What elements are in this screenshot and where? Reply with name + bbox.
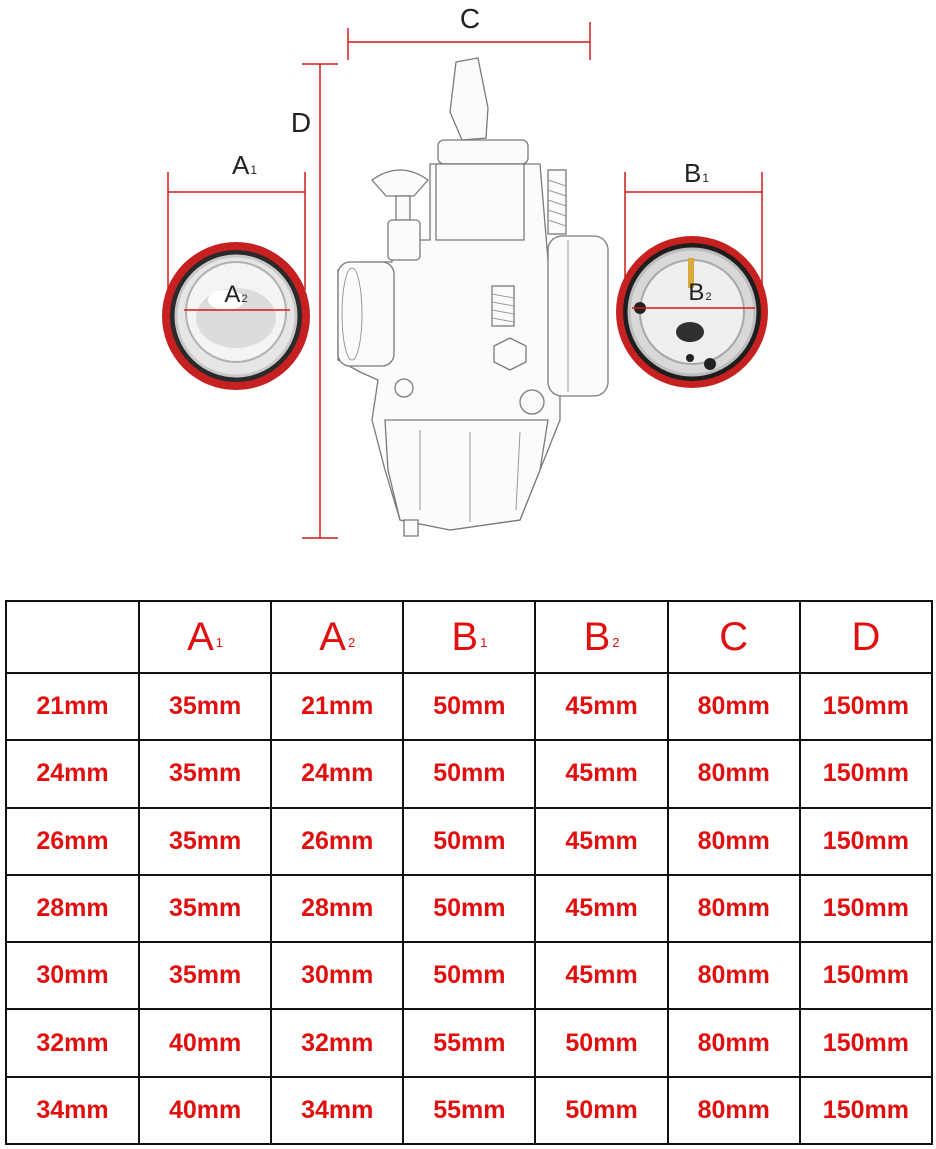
table-cell: 45mm <box>534 671 669 742</box>
carburetor-dimension-diagram: C D A1 A2 B1 <box>162 3 768 539</box>
table-cell: 50mm <box>402 806 537 876</box>
table-cell: 35mm <box>137 671 273 742</box>
table-cell: 50mm <box>402 671 537 742</box>
table-cell: 55mm <box>402 1008 537 1078</box>
table-cell: 35mm <box>137 739 273 809</box>
label-c: C <box>460 3 480 34</box>
table-cell: 150mm <box>798 806 934 876</box>
dimension-b1: B1 <box>624 158 763 290</box>
label-b1-sub: 1 <box>702 171 709 185</box>
table-cell: 40mm <box>137 1075 273 1146</box>
table-cell: 80mm <box>666 671 801 742</box>
table-cell: 150mm <box>798 873 934 944</box>
table-cell: 34mm <box>5 1075 140 1146</box>
label-a1-sub: 1 <box>250 163 257 177</box>
table-cell: 28mm <box>5 873 140 944</box>
dimension-a1: A1 <box>167 150 306 290</box>
table-cell: 34mm <box>270 1075 405 1146</box>
table-cell: 80mm <box>666 873 801 944</box>
label-a2: A <box>224 281 240 308</box>
svg-text:B2: B2 <box>688 279 711 306</box>
label-b2-sub: 2 <box>705 291 711 303</box>
table-cell: 24mm <box>5 739 140 809</box>
table-cell: 26mm <box>270 806 405 876</box>
table-cell: 24mm <box>270 739 405 809</box>
table-cell: 35mm <box>137 873 273 944</box>
table-cell: 45mm <box>534 873 669 944</box>
label-a1: A <box>232 150 250 180</box>
table-cell: 28mm <box>270 873 405 944</box>
table-cell: 150mm <box>798 739 934 809</box>
table-cell: 50mm <box>534 1075 669 1146</box>
table-row: 32mm 40mm 32mm 55mm 50mm 80mm 150mm <box>5 1008 934 1078</box>
table-cell: 26mm <box>5 806 140 876</box>
svg-text:B1: B1 <box>684 158 709 188</box>
inlet-ring-a: A2 <box>162 242 310 390</box>
table-cell: 35mm <box>137 806 273 876</box>
table-row: 34mm 40mm 34mm 55mm 50mm 80mm 150mm <box>5 1075 934 1146</box>
label-b1: B <box>684 158 701 188</box>
table-cell: 80mm <box>666 739 801 809</box>
table-cell: 40mm <box>137 1008 273 1078</box>
table-row: 24mm 35mm 24mm 50mm 45mm 80mm 150mm <box>5 739 934 809</box>
table-cell: 80mm <box>666 941 801 1011</box>
label-b2: B <box>688 279 704 306</box>
table-cell: 55mm <box>402 1075 537 1146</box>
table-row: 30mm 35mm 30mm 50mm 45mm 80mm 150mm <box>5 941 934 1011</box>
table-row: 21mm 35mm 21mm 50mm 45mm 80mm 150mm <box>5 671 934 742</box>
table-cell: 45mm <box>534 739 669 809</box>
table-cell: 50mm <box>534 1008 669 1078</box>
table-cell: 150mm <box>798 671 934 742</box>
outlet-ring-b: B2 <box>616 236 768 388</box>
svg-text:A1: A1 <box>232 150 257 180</box>
carburetor-illustration <box>337 57 609 537</box>
table-cell: 45mm <box>534 806 669 876</box>
table-cell: 21mm <box>270 671 405 742</box>
table-cell: 80mm <box>666 1008 801 1078</box>
table-cell: 80mm <box>666 806 801 876</box>
table-cell: 45mm <box>534 941 669 1011</box>
table-cell: 150mm <box>798 1075 934 1146</box>
table-cell: 35mm <box>137 941 273 1011</box>
table-cell: 30mm <box>5 941 140 1011</box>
table-cell: 32mm <box>270 1008 405 1078</box>
table-cell: 30mm <box>270 941 405 1011</box>
table-cell: 150mm <box>798 941 934 1011</box>
svg-text:A2: A2 <box>224 281 247 308</box>
table-cell: 21mm <box>5 671 140 742</box>
label-a2-sub: 2 <box>241 293 247 305</box>
dimension-c: C <box>347 3 591 60</box>
table-cell: 32mm <box>5 1008 140 1078</box>
table-row: 26mm 35mm 26mm 50mm 45mm 80mm 150mm <box>5 806 934 876</box>
header-c: C <box>666 600 801 674</box>
header-d: D <box>798 600 934 674</box>
table-cell: 50mm <box>402 873 537 944</box>
header-model <box>5 600 140 674</box>
table-cell: 50mm <box>402 739 537 809</box>
table-cell: 50mm <box>402 941 537 1011</box>
dimension-d: D <box>291 63 338 539</box>
table-row: 28mm 35mm 28mm 50mm 45mm 80mm 150mm <box>5 873 934 944</box>
table-cell: 80mm <box>666 1075 801 1146</box>
label-d: D <box>291 107 311 138</box>
table-cell: 150mm <box>798 1008 934 1078</box>
